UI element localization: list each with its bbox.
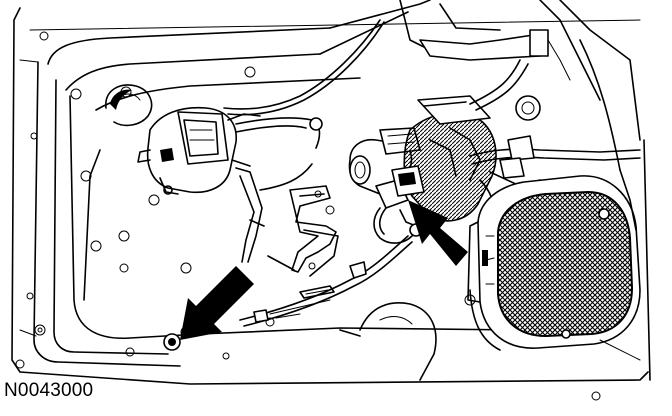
harness-clip-lower: [299, 285, 335, 299]
window-frame: [319, 0, 641, 171]
upper-left-cutout: [105, 84, 153, 127]
lower-center-cutout: [339, 302, 437, 381]
arrow-lower-left-fastener: [163, 266, 254, 351]
lower-cable: [239, 235, 413, 327]
window-motor: [348, 95, 497, 244]
figure-code-label: N0043000: [4, 380, 94, 401]
door-speaker: [467, 175, 641, 351]
door-hinge-edge: [591, 139, 651, 401]
inner-panel: [69, 66, 521, 340]
inside-handle-assembly: [137, 106, 261, 195]
latch-rods: [235, 117, 323, 263]
regulator-bracket: [267, 185, 339, 277]
arrow-motor-connector: [408, 200, 468, 266]
door-outer-panel: [11, 7, 649, 385]
